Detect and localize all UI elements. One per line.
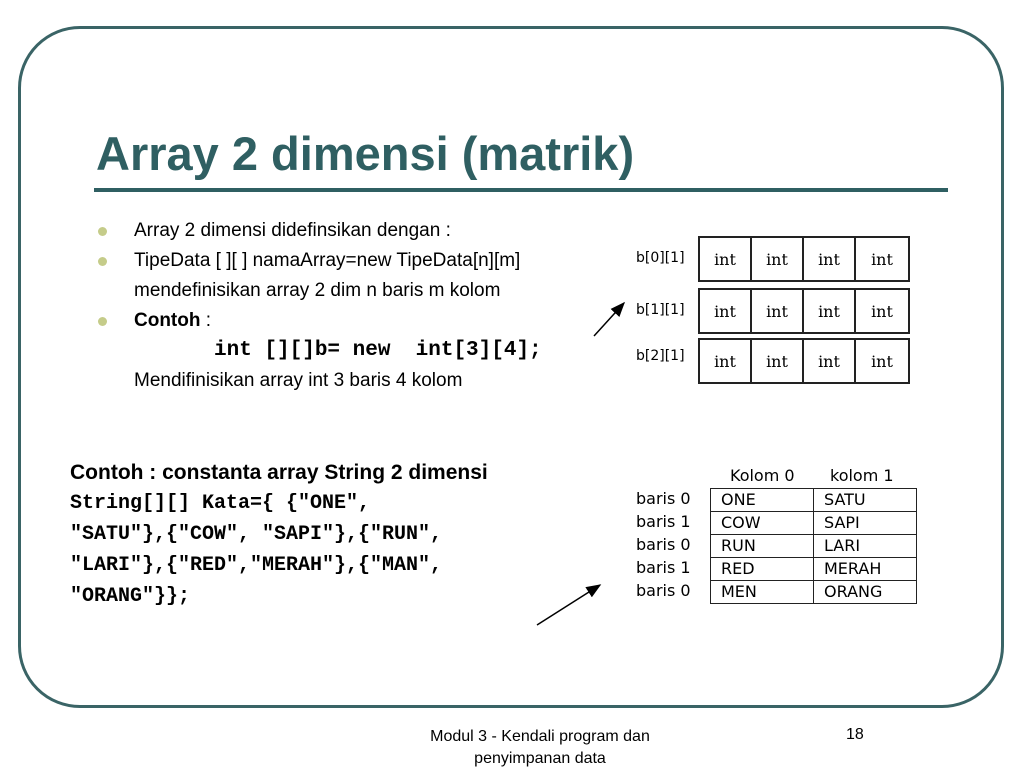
row-label: b[2][1] xyxy=(636,348,685,364)
bullet-dot-icon xyxy=(98,227,107,236)
table-cell: RED xyxy=(710,557,814,581)
slide-frame xyxy=(18,26,1004,708)
int-cell: int xyxy=(871,351,893,371)
code-line: "SATU"},{"COW", "SAPI"},{"RUN", xyxy=(70,523,443,546)
int-cell: int xyxy=(766,301,788,321)
int-cell: int xyxy=(766,249,788,269)
cell-divider xyxy=(750,340,752,382)
table-cell: MEN xyxy=(710,580,814,604)
table-cell: SAPI xyxy=(813,511,917,535)
code-example-1: int [][]b= new int[3][4]; xyxy=(214,339,542,362)
bullet-list: Array 2 dimensi didefinsikan dengan : Ti… xyxy=(96,216,636,396)
cell-divider xyxy=(802,340,804,382)
cell-divider xyxy=(854,238,856,280)
cell-divider xyxy=(854,340,856,382)
bullet-dot-icon xyxy=(98,317,107,326)
code-line: String[][] Kata={ {"ONE", xyxy=(70,492,371,515)
cell-divider xyxy=(750,290,752,332)
bullet-dot-icon xyxy=(98,257,107,266)
int-cell: int xyxy=(766,351,788,371)
bullet-suffix: : xyxy=(200,310,212,331)
int-cell: int xyxy=(714,301,736,321)
row-label: b[0][1] xyxy=(636,250,685,266)
row-label: b[1][1] xyxy=(636,302,685,318)
table-row: COW SAPI xyxy=(710,511,917,535)
table-row: MEN ORANG xyxy=(710,580,917,604)
bullet-item: TipeData [ ][ ] namaArray=new TipeData[n… xyxy=(96,246,636,306)
bullet-item: Contoh : xyxy=(96,306,636,336)
arrow-icon xyxy=(536,584,602,626)
cell-divider xyxy=(802,290,804,332)
int-cell: int xyxy=(871,301,893,321)
table-row: RED MERAH xyxy=(710,557,917,581)
arrow-icon xyxy=(593,301,626,337)
table-cell: MERAH xyxy=(813,557,917,581)
int-cell: int xyxy=(714,249,736,269)
row-label: baris 0 xyxy=(636,581,691,600)
row-label: baris 0 xyxy=(636,535,691,554)
table-cell: SATU xyxy=(813,488,917,512)
int-cell: int xyxy=(818,351,840,371)
bullet-item: Array 2 dimensi didefinsikan dengan : xyxy=(96,216,636,246)
table-cell: ORANG xyxy=(813,580,917,604)
bullet-text: Array 2 dimensi didefinsikan dengan : xyxy=(134,220,451,241)
code-description: Mendifinisikan array int 3 baris 4 kolom xyxy=(134,370,463,391)
bullet-label: Contoh xyxy=(134,310,201,331)
string-table: ONE SATU COW SAPI RUN LARI RED MERAH MEN… xyxy=(710,488,917,604)
title-divider xyxy=(94,188,948,192)
row-label: baris 0 xyxy=(636,489,691,508)
int-cell: int xyxy=(818,301,840,321)
bullet-text: TipeData [ ][ ] namaArray=new TipeData[n… xyxy=(134,250,521,301)
table-cell: COW xyxy=(710,511,814,535)
row-label: baris 1 xyxy=(636,558,691,577)
example-heading: Contoh : constanta array String 2 dimens… xyxy=(70,461,488,484)
slide-footer: Modul 3 - Kendali program dan penyimpana… xyxy=(430,728,650,767)
int-row-box: int int int int xyxy=(698,288,910,334)
cell-divider xyxy=(854,290,856,332)
code-line: "LARI"},{"RED","MERAH"},{"MAN", xyxy=(70,554,443,577)
page-number: 18 xyxy=(846,726,864,743)
int-cell: int xyxy=(714,351,736,371)
code-line: "ORANG"}}; xyxy=(70,585,191,608)
int-cell: int xyxy=(818,249,840,269)
int-cell: int xyxy=(871,249,893,269)
column-header: Kolom 0 xyxy=(730,466,795,485)
column-header: kolom 1 xyxy=(830,466,894,485)
string-array-example: Contoh : constanta array String 2 dimens… xyxy=(70,458,570,612)
int-row-box: int int int int xyxy=(698,236,910,282)
row-label: baris 1 xyxy=(636,512,691,531)
string-array-figure: Kolom 0 kolom 1 baris 0 baris 1 baris 0 … xyxy=(630,466,930,606)
int-row-box: int int int int xyxy=(698,338,910,384)
int-array-figure: b[0][1] b[1][1] b[2][1] int int int int … xyxy=(628,230,918,400)
slide-title: Array 2 dimensi (matrik) xyxy=(96,127,635,180)
table-row: ONE SATU xyxy=(710,488,917,512)
table-cell: ONE xyxy=(710,488,814,512)
cell-divider xyxy=(750,238,752,280)
cell-divider xyxy=(802,238,804,280)
